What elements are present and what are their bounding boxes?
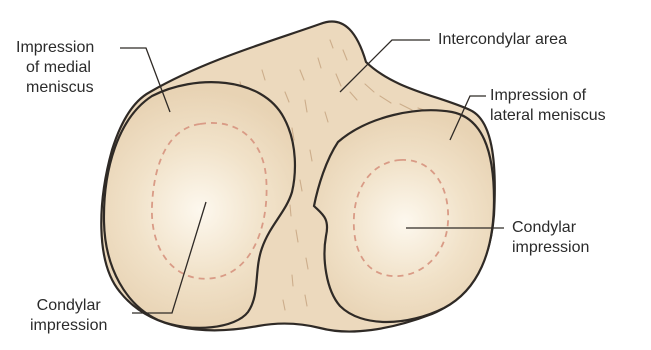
label-condylar-impression-left: Condylar impression (30, 296, 107, 336)
label-intercondylar-area: Intercondylar area (438, 30, 567, 50)
label-lateral-meniscus: Impression of lateral meniscus (490, 86, 606, 126)
label-condylar-right-line1: Condylar (512, 218, 589, 238)
label-medial-meniscus: Impression of medial meniscus (16, 38, 94, 98)
label-medial-meniscus-line3: meniscus (16, 78, 94, 98)
lateral-condyle-facet (314, 110, 494, 322)
label-condylar-impression-right: Condylar impression (512, 218, 589, 258)
label-lateral-meniscus-line1: Impression of (490, 86, 606, 106)
label-medial-meniscus-line1: Impression (16, 38, 94, 58)
label-condylar-right-line2: impression (512, 238, 589, 258)
label-medial-meniscus-line2: of medial (16, 58, 94, 78)
label-lateral-meniscus-line2: lateral meniscus (490, 106, 606, 126)
label-condylar-left-line2: impression (30, 316, 107, 336)
label-condylar-left-line1: Condylar (30, 296, 107, 316)
